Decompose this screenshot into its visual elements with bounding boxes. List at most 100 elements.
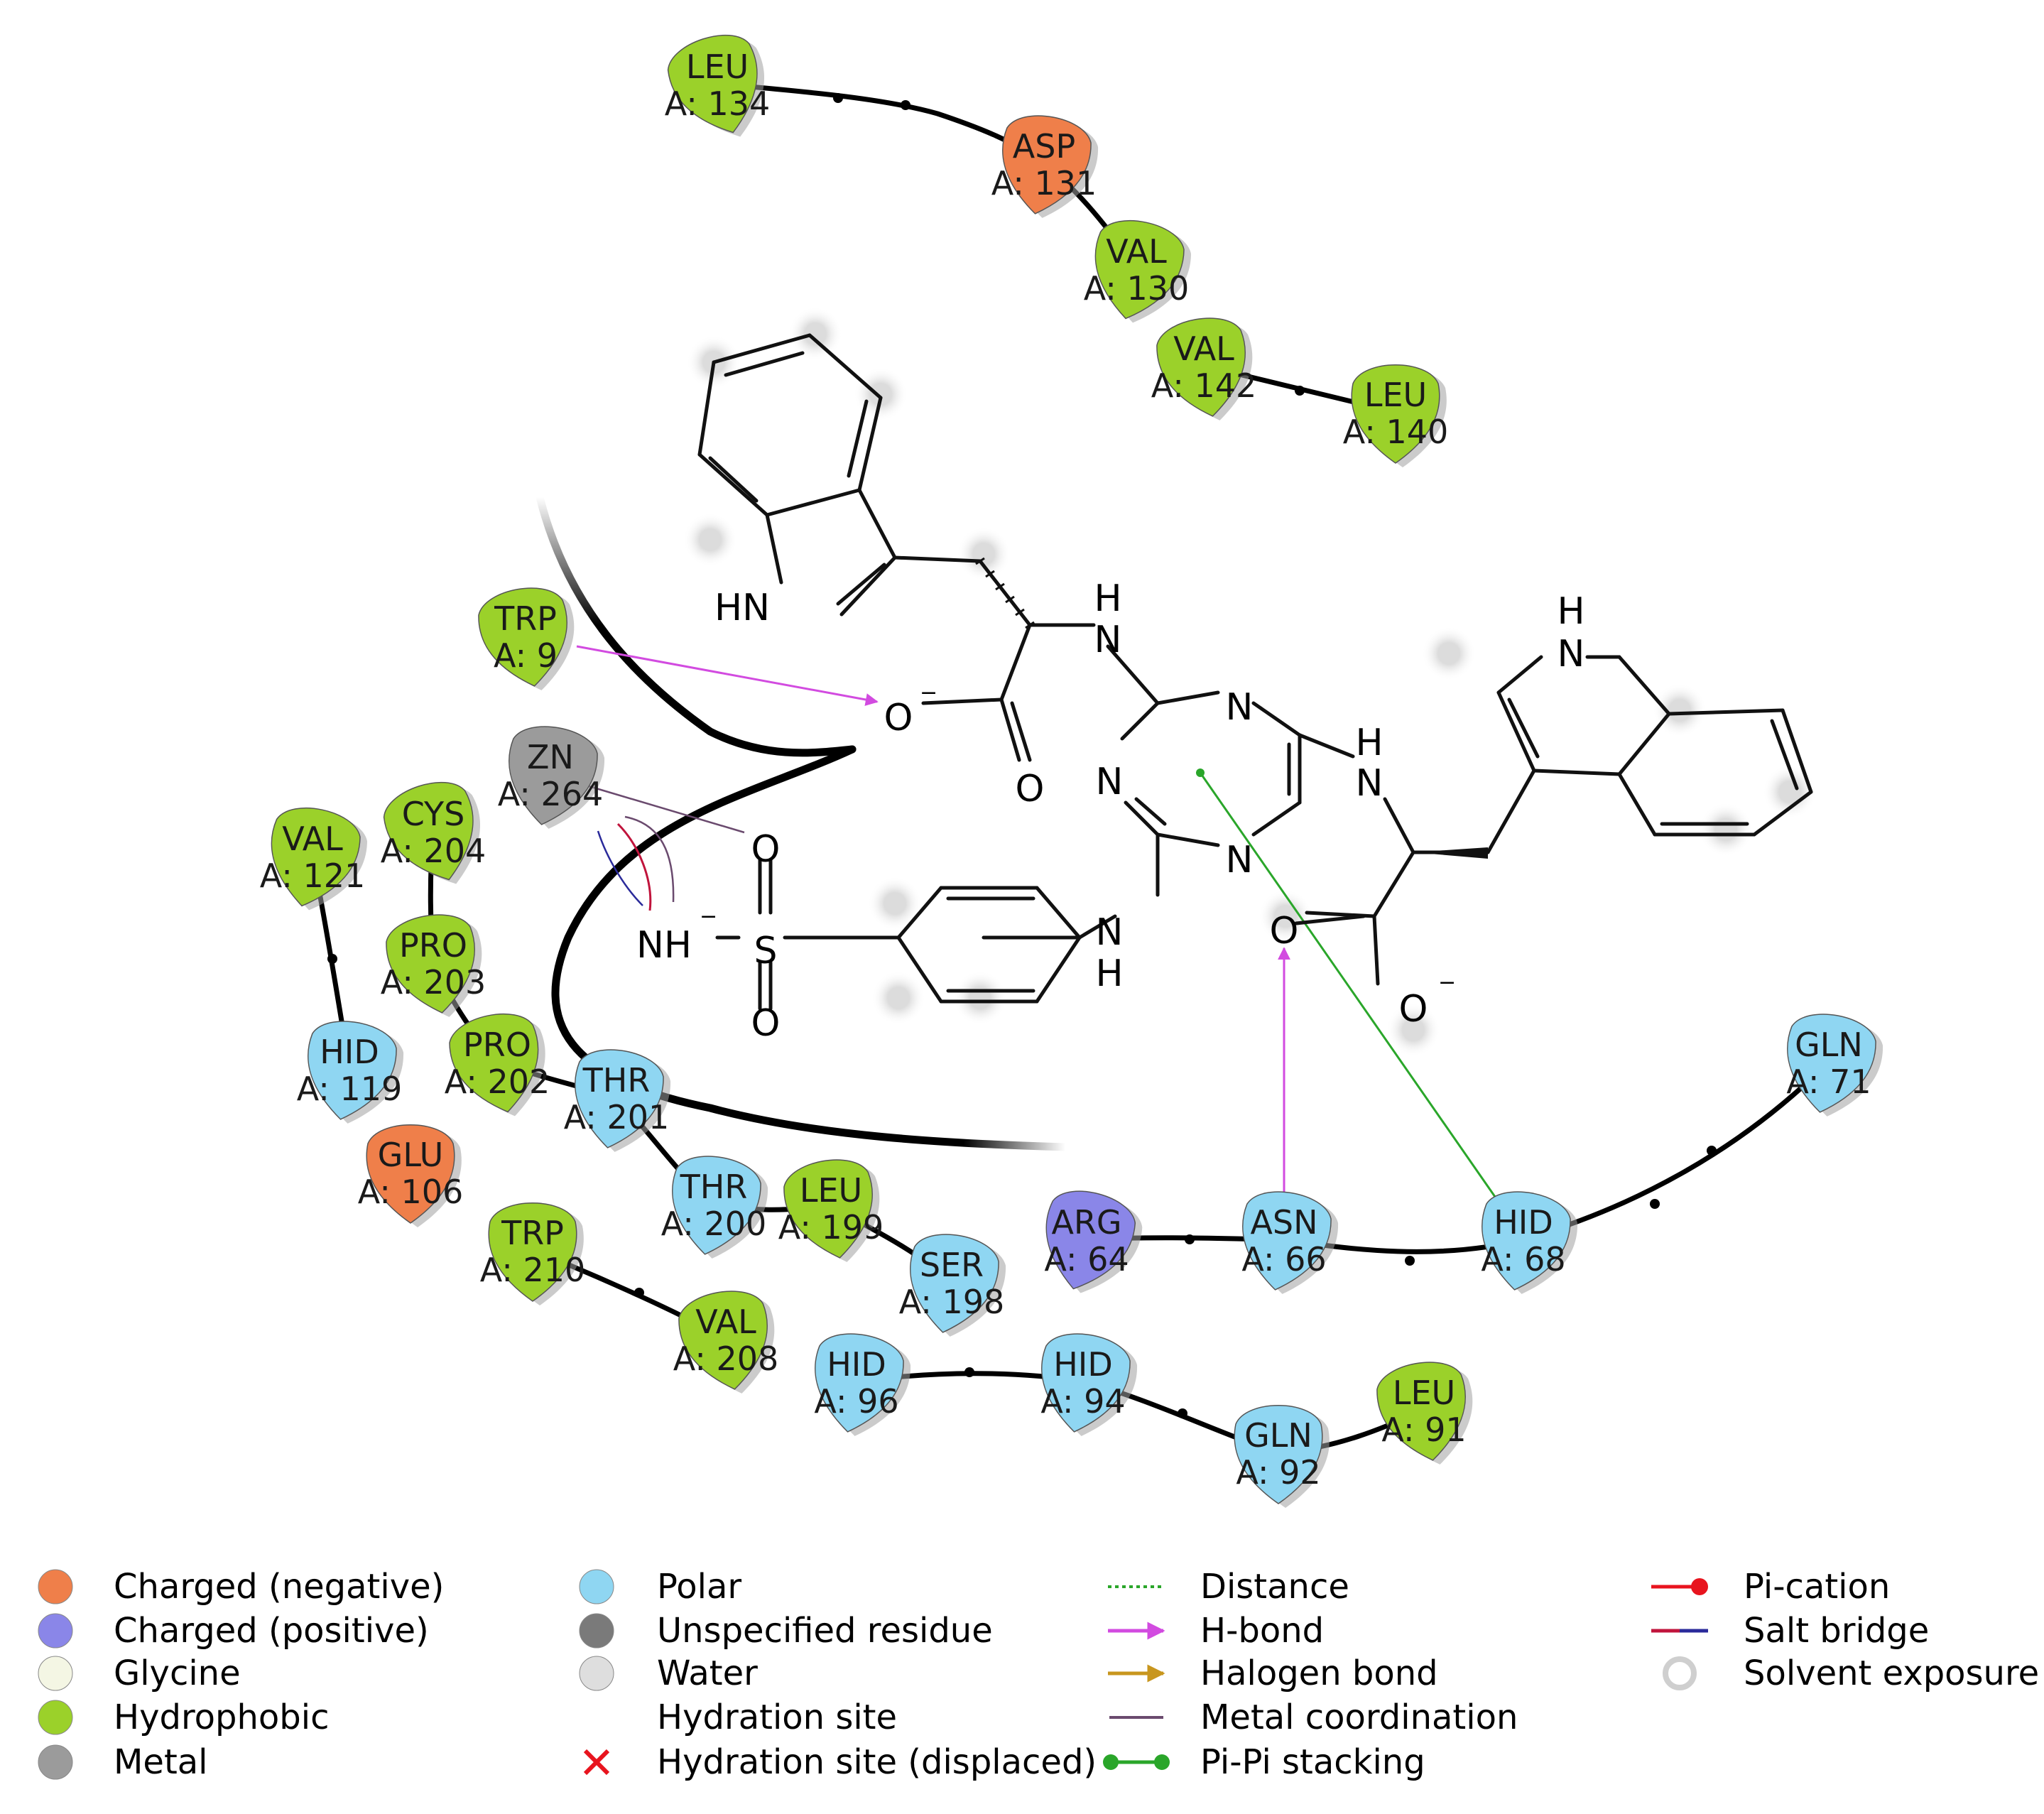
legend-item-distance: Distance xyxy=(1108,1567,1349,1607)
residue-name: THR xyxy=(680,1168,748,1206)
legend-item-hydration-site-displaced: Hydration site (displaced) xyxy=(583,1742,1097,1782)
residue-number: A: 71 xyxy=(1786,1063,1871,1101)
residue-name: PRO xyxy=(399,926,467,965)
residue-number: A: 92 xyxy=(1236,1453,1320,1492)
ligand-bond xyxy=(724,351,805,377)
legend-item-glycine: Glycine xyxy=(38,1653,241,1693)
ligand-bond xyxy=(1077,914,1117,940)
atom-n-top: N xyxy=(1094,619,1122,661)
residue-marker xyxy=(814,1333,904,1433)
atom-n-ring-c: N xyxy=(1226,839,1254,881)
residue-marker xyxy=(783,1159,874,1259)
residue-marker xyxy=(678,1291,768,1390)
residue-number: A: 208 xyxy=(673,1340,779,1378)
chain-junction-dot xyxy=(1650,1199,1660,1209)
salt-bridge-red xyxy=(616,822,652,911)
legend-cross-icon xyxy=(583,1749,610,1776)
residue-marker xyxy=(667,34,758,134)
ligand-bond xyxy=(847,399,869,478)
residue-marker xyxy=(1786,1014,1876,1113)
residue-name: ARG xyxy=(1051,1203,1121,1242)
chain-junction-dot xyxy=(1405,1256,1415,1266)
residue-marker xyxy=(1351,364,1440,464)
ligand-bond xyxy=(999,623,1032,702)
residue-name: GLN xyxy=(1795,1026,1863,1064)
ligand-bond xyxy=(697,452,769,517)
residue-number: A: 134 xyxy=(665,85,771,123)
ligand-bond xyxy=(1372,850,1415,918)
chain-junction-dot xyxy=(1707,1146,1717,1156)
residue-name: LEU xyxy=(686,48,749,86)
residue-number: A: 198 xyxy=(899,1283,1005,1321)
residue-marker xyxy=(1040,1333,1131,1433)
residue-zn-264[interactable]: ZNA: 264 xyxy=(498,720,609,837)
ligand-bond xyxy=(1035,886,1082,940)
residue-name: HID xyxy=(1053,1345,1113,1384)
residue-marker xyxy=(671,1156,761,1255)
ligand-bond xyxy=(1106,644,1160,705)
chain-junction-dot xyxy=(1295,386,1305,396)
chain-junction-dot xyxy=(1185,1234,1195,1244)
residue-name: ASP xyxy=(1013,127,1075,165)
ligand-bond xyxy=(1496,655,1543,695)
legend-label: Salt bridge xyxy=(1744,1611,1929,1651)
stereo-hash-bond xyxy=(975,557,1035,629)
residue-marker xyxy=(1094,220,1185,320)
ligand-bond xyxy=(836,563,886,606)
atom-n-right-indole: N xyxy=(1558,633,1585,675)
ligand-bond xyxy=(1156,832,1220,847)
residue-number: A: 96 xyxy=(814,1382,898,1421)
legend-label: Charged (negative) xyxy=(114,1567,444,1607)
ligand-bonds xyxy=(697,333,1813,1011)
legend-label: Pi-Pi stacking xyxy=(1200,1742,1425,1782)
ligand-bond xyxy=(765,513,783,585)
legend-item-polar: Polar xyxy=(579,1567,741,1607)
chain-junction-dot xyxy=(901,100,910,110)
residue-marker xyxy=(366,1124,455,1224)
residue-marker xyxy=(1481,1191,1571,1291)
legend-item-charged-positive: Charged (positive) xyxy=(38,1611,429,1651)
legend-dumbbell-end xyxy=(1154,1754,1170,1770)
legend-item-unspecified-residue: Unspecified residue xyxy=(579,1611,993,1651)
residue-number: A: 131 xyxy=(991,164,1097,202)
atom-nh-h: H xyxy=(1355,722,1383,764)
ligand-bond xyxy=(712,333,812,364)
residue-name: VAL xyxy=(1173,330,1234,368)
legend-item-salt-bridge: Salt bridge xyxy=(1651,1611,1929,1651)
stereo-wedge-bond xyxy=(1413,847,1488,859)
residue-number: A: 140 xyxy=(1343,413,1449,451)
metal-coord-curve-a xyxy=(624,815,675,903)
legend-swatch xyxy=(38,1656,73,1691)
ligand-bond xyxy=(1372,914,1380,986)
legend-dumbbell-end xyxy=(1103,1754,1119,1770)
ligand-bond xyxy=(1496,690,1536,773)
